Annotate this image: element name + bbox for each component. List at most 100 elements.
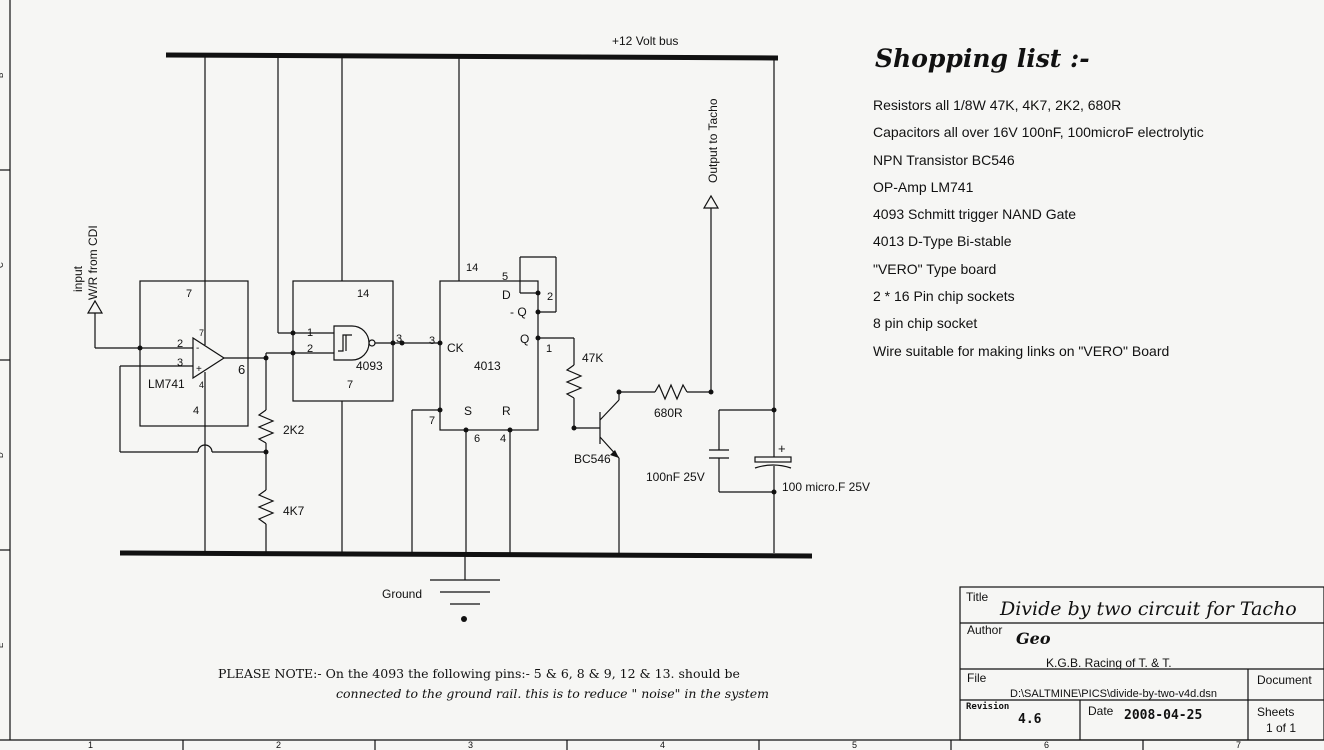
output-terminal xyxy=(702,194,720,392)
border-col-3: 3 xyxy=(468,740,473,750)
author-label: Author xyxy=(967,623,1003,637)
capacitor-plus: + xyxy=(778,441,786,456)
border-row-c: C xyxy=(0,262,5,268)
ground-rail xyxy=(119,550,813,559)
opamp-pin3: 3 xyxy=(177,357,183,369)
input-label: input xyxy=(71,265,85,292)
nand-4093 xyxy=(265,57,440,553)
lm741-opamp xyxy=(119,57,269,553)
opamp-plus: + xyxy=(196,364,202,375)
nand-pin1: 1 xyxy=(307,327,313,339)
resistor-47k-label: 47K xyxy=(582,351,603,365)
ff-nq-label: - Q xyxy=(510,305,527,319)
opamp-minus: - xyxy=(196,343,199,354)
opamp-pin4-box: 4 xyxy=(193,405,199,417)
author-name: Geo xyxy=(1016,629,1051,648)
input-source-label: W/R from CDI xyxy=(86,225,100,300)
date-label: Date xyxy=(1088,704,1114,718)
ff-pin4: 4 xyxy=(500,433,506,445)
note-line-1: PLEASE NOTE:- On the 4093 the following … xyxy=(218,666,740,681)
shopping-list: Resistors all 1/8W 47K, 4K7, 2K2, 680R C… xyxy=(873,96,1204,369)
border-col-6: 6 xyxy=(1044,740,1049,750)
title-label: Title xyxy=(966,590,989,604)
ff-pin6: 6 xyxy=(474,433,480,445)
sheets-label: Sheets xyxy=(1257,705,1295,719)
border-col-2: 2 xyxy=(276,740,281,750)
border-row-b: B xyxy=(0,73,5,78)
opamp-pin6: 6 xyxy=(238,362,245,377)
opamp-pin2: 2 xyxy=(177,338,183,350)
list-item: Resistors all 1/8W 47K, 4K7, 2K2, 680R xyxy=(873,97,1122,113)
flipflop-4013 xyxy=(411,57,574,553)
transistor-label: BC546 xyxy=(574,452,611,466)
document-label: Document xyxy=(1257,673,1312,687)
file-path: D:\SALTMINE\PICS\divide-by-two-v4d.dsn xyxy=(1010,688,1218,700)
ff-d-label: D xyxy=(502,288,511,302)
nand-name: 4093 xyxy=(356,359,383,373)
resistor-4k7 xyxy=(257,489,275,553)
ff-name: 4013 xyxy=(474,359,501,373)
opamp-pin7-box: 7 xyxy=(186,288,192,300)
opamp-name: LM741 xyxy=(148,377,185,391)
list-item: 4013 D-Type Bi-stable xyxy=(873,233,1012,250)
shopping-list-title: Shopping list :- xyxy=(875,44,1090,73)
border-row-e: E xyxy=(0,643,5,648)
list-item: "VERO" Type board xyxy=(873,260,997,277)
revision-label: Revision xyxy=(966,702,1010,712)
bc546-transistor xyxy=(599,389,655,553)
list-item: NPN Transistor BC546 xyxy=(873,151,1015,168)
ground-symbol xyxy=(430,555,500,622)
ff-pin14: 14 xyxy=(466,262,478,274)
ff-pin7: 7 xyxy=(429,415,435,427)
organisation: K.G.B. Racing of T. & T. xyxy=(1046,656,1172,670)
capacitor-100nf-label: 100nF 25V xyxy=(646,470,705,484)
ff-pin5: 5 xyxy=(502,271,508,283)
list-item: 4093 Schmitt trigger NAND Gate xyxy=(873,206,1077,223)
plus12v-bus xyxy=(165,52,779,61)
bus-label: +12 Volt bus xyxy=(612,34,678,48)
opamp-pin7-top: 7 xyxy=(199,328,204,338)
ground-label: Ground xyxy=(382,587,422,601)
resistor-2k2-label: 2K2 xyxy=(283,423,305,437)
capacitor-100nf xyxy=(709,57,777,493)
capacitor-100uf xyxy=(754,410,792,553)
nand-pin7: 7 xyxy=(347,379,353,391)
ff-q-label: Q xyxy=(520,332,529,346)
ff-ck-label: CK xyxy=(447,341,464,355)
border-col-7: 7 xyxy=(1236,740,1241,750)
nand-pin2: 2 xyxy=(307,343,313,355)
input-terminal xyxy=(86,299,193,349)
date-value: 2008-04-25 xyxy=(1124,708,1203,723)
output-label: Output to Tacho xyxy=(706,98,720,183)
border-row-d: D xyxy=(0,452,5,458)
capacitor-100uf-label: 100 micro.F 25V xyxy=(782,480,870,494)
revision-value: 4.6 xyxy=(1018,712,1042,727)
resistor-4k7-label: 4K7 xyxy=(283,504,305,518)
resistor-680r xyxy=(654,383,714,401)
list-item: OP-Amp LM741 xyxy=(873,178,974,195)
drawing-title: Divide by two circuit for Tacho xyxy=(1000,598,1297,620)
nand-pin3: 3 xyxy=(396,333,402,345)
sheets-value: 1 of 1 xyxy=(1266,721,1297,735)
nand-pin14: 14 xyxy=(357,288,369,300)
border-col-5: 5 xyxy=(852,740,857,750)
title-block-frame xyxy=(959,586,1324,741)
ff-s-label: S xyxy=(464,404,472,418)
file-label: File xyxy=(967,671,987,685)
border-col-4: 4 xyxy=(660,740,665,750)
list-item: Capacitors all over 16V 100nF, 100microF… xyxy=(873,124,1204,141)
border-col-1: 1 xyxy=(88,740,93,750)
ff-pin2: 2 xyxy=(547,291,553,303)
list-item: Wire suitable for making links on "VERO"… xyxy=(873,342,1170,359)
list-item: 2 * 16 Pin chip sockets xyxy=(873,288,1015,305)
ff-pin3: 3 xyxy=(429,335,435,347)
resistor-680r-label: 680R xyxy=(654,406,683,420)
resistor-47k xyxy=(565,338,600,431)
note-line-2: connected to the ground rail. this is to… xyxy=(336,686,769,701)
list-item: 8 pin chip socket xyxy=(873,315,978,332)
ff-r-label: R xyxy=(502,404,511,418)
opamp-pin4-bottom: 4 xyxy=(199,380,204,390)
resistor-2k2 xyxy=(257,358,275,490)
ff-pin1: 1 xyxy=(546,343,552,355)
